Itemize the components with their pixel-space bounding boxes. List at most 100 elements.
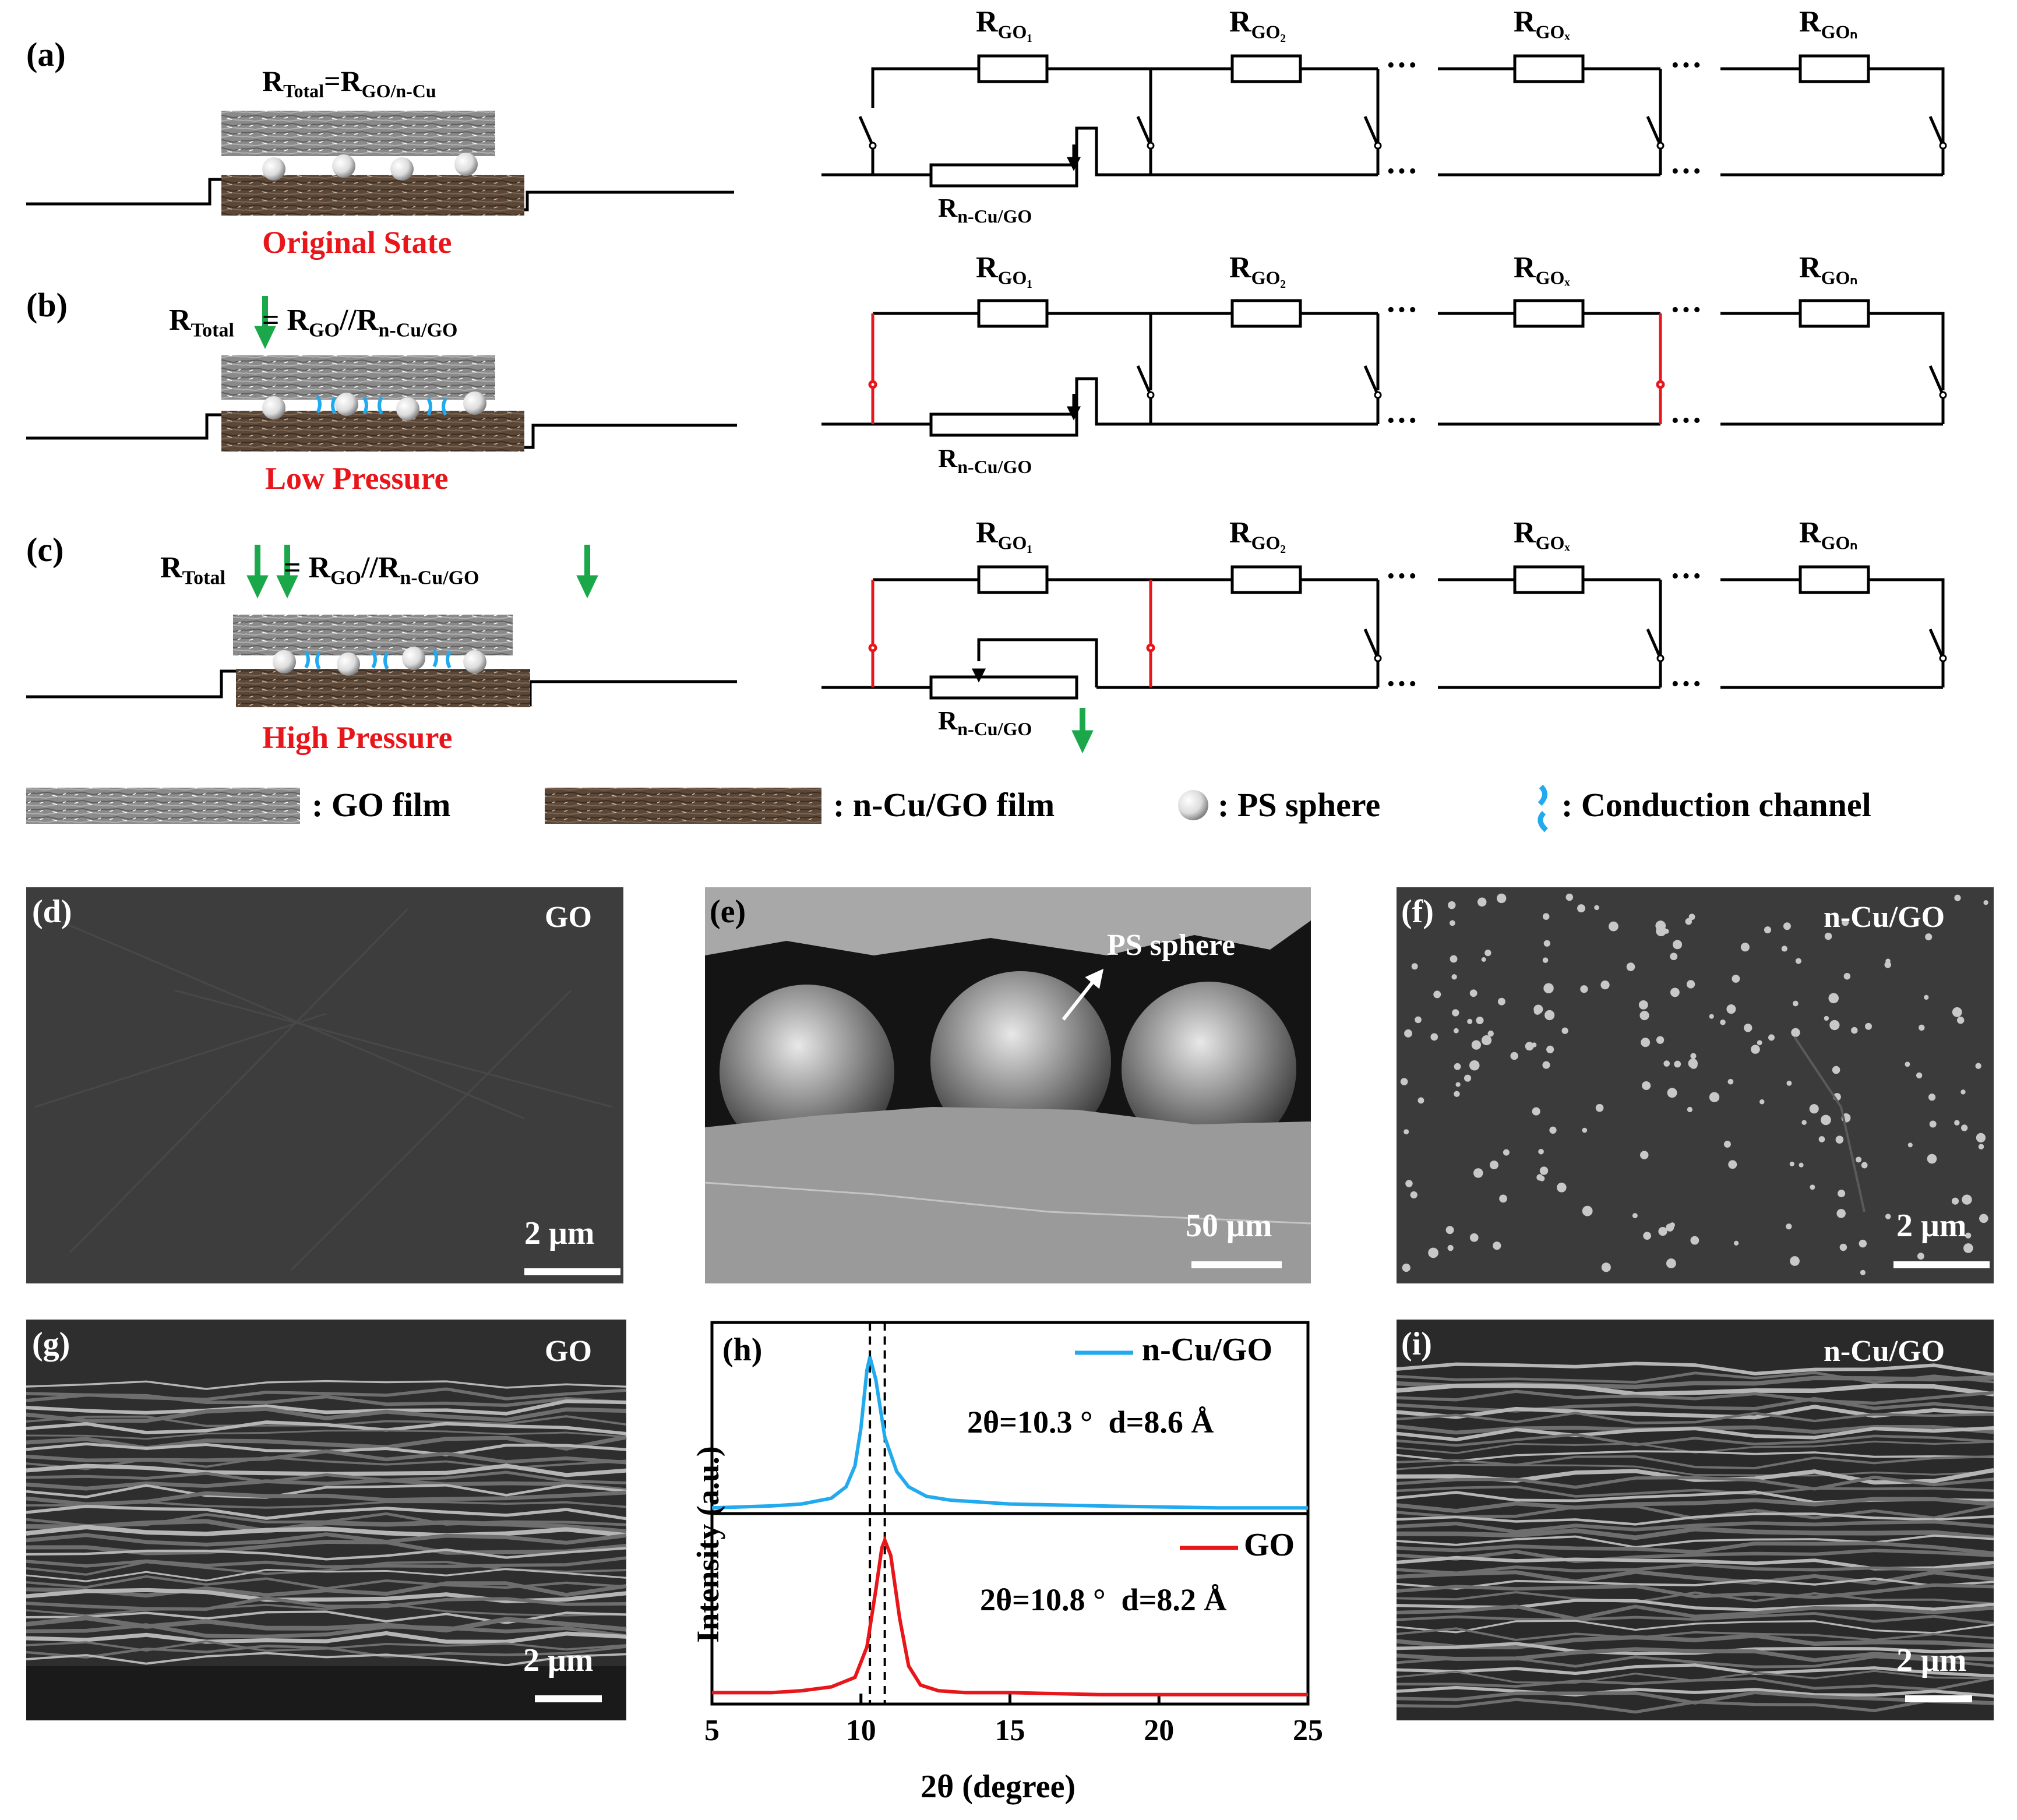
tag-f: n-Cu/GO: [1824, 901, 1945, 934]
cu-nanoparticle: [1818, 1136, 1825, 1142]
cu-nanoparticle: [1484, 949, 1491, 957]
chart-ylabel: Intensity (a.u.): [690, 1446, 725, 1643]
scale-label-i: 2 μm: [1896, 1642, 1967, 1678]
tag-g: GO: [545, 1335, 592, 1368]
rgo2-label-b: RGO₂: [1229, 251, 1286, 288]
film-layer-line: [1396, 1519, 1994, 1534]
film-layer-line: [1396, 1562, 1994, 1575]
cu-nanoparticle: [1851, 1027, 1858, 1034]
cu-nanoparticle: [1464, 1074, 1472, 1082]
legend-channel: : Conduction channel: [1561, 786, 1871, 824]
film-layer-line: [1396, 1362, 1994, 1377]
cu-nanoparticle: [1690, 1061, 1698, 1069]
cu-nanoparticle: [1709, 1092, 1720, 1102]
film-layer-line: [1396, 1485, 1994, 1498]
cu-nanoparticle: [1783, 922, 1791, 930]
cu-nanoparticle: [1786, 1080, 1792, 1086]
cu-nanoparticle: [1907, 1142, 1913, 1148]
film-layer-line: [26, 1478, 627, 1493]
film-layer-line: [1396, 1583, 1994, 1599]
cu-nanoparticle: [1975, 1063, 1981, 1069]
down-arrow-icon: [246, 545, 269, 599]
cu-nanoparticle: [1542, 957, 1549, 963]
cu-nanoparticle: [1836, 1209, 1846, 1218]
cu-nanoparticle: [1751, 1045, 1760, 1054]
cu-nanoparticle: [1768, 1034, 1775, 1041]
cu-nanoparticle: [1810, 1184, 1815, 1190]
cu-nanoparticle: [1856, 1156, 1862, 1163]
cu-nanoparticle: [1801, 1120, 1807, 1125]
cu-nanoparticle: [1829, 1020, 1840, 1031]
cu-nanoparticle: [1532, 1107, 1540, 1116]
cu-nanoparticle: [1859, 1239, 1867, 1248]
ps-sphere: [262, 157, 285, 181]
cu-nanoparticle: [1786, 1223, 1792, 1230]
cu-nanoparticle: [1404, 1029, 1412, 1038]
cu-nanoparticle: [1960, 1089, 1966, 1095]
cu-nanoparticle: [1669, 1222, 1675, 1228]
cu-nanoparticle: [1924, 994, 1929, 1000]
cu-nanoparticle: [1496, 893, 1507, 904]
cu-nanoparticle: [1565, 893, 1574, 901]
cu-nanoparticle: [1720, 1019, 1726, 1025]
chart-xlabel: 2θ (degree): [921, 1769, 1076, 1805]
film-layer-line: [1396, 1611, 1994, 1625]
cu-nanoparticle: [1842, 919, 1849, 926]
x-tick-label: 20: [1144, 1714, 1174, 1747]
film-layer-line: [1396, 1655, 1994, 1669]
ps-sphere: [390, 157, 414, 181]
film-layer-line: [26, 1603, 627, 1617]
film-layer-line: [26, 1525, 627, 1538]
film-layer-line: [1396, 1412, 1994, 1424]
state-original: Original State: [262, 225, 452, 260]
cu-nanoparticle: [1963, 1243, 1973, 1253]
cu-nanoparticle: [1723, 1141, 1731, 1148]
cu-nanoparticle: [1582, 1127, 1588, 1133]
cu-nanoparticle: [1686, 980, 1695, 989]
cu-nanoparticle: [1757, 1040, 1762, 1046]
cu-nanoparticle: [1561, 1027, 1568, 1034]
film-layer-line: [26, 1596, 627, 1611]
cu-nanoparticle: [1639, 1010, 1649, 1021]
cu-nanoparticle: [1956, 1017, 1965, 1024]
down-arrow-icon: [1071, 708, 1094, 754]
cu-nanoparticle: [1917, 1253, 1924, 1260]
cu-nanoparticle: [1673, 940, 1683, 950]
film-layer-line: [26, 1623, 627, 1639]
ellipsis: ···: [1385, 558, 1419, 594]
cu-nanoparticle: [1536, 1174, 1543, 1181]
cu-nanoparticle: [1451, 974, 1457, 980]
ellipsis: ···: [1385, 666, 1419, 702]
cu-nanoparticle: [1666, 1258, 1676, 1269]
film-layer-line: [26, 1556, 627, 1569]
cu-nanoparticle: [1791, 1028, 1800, 1037]
film-layer-line: [26, 1501, 627, 1509]
series-line-GO: [712, 1535, 1308, 1696]
cu-nanoparticle: [1951, 1197, 1959, 1205]
film-layer-line: [1396, 1383, 1994, 1397]
cu-nanoparticle: [1916, 1072, 1923, 1079]
panel-c-schematic: [26, 615, 737, 707]
rcu-label-a: Rn-Cu/GO: [938, 193, 1032, 227]
equation-a: RTotal=RGO/n-Cu: [262, 65, 436, 101]
cu-nanoparticle: [1927, 1154, 1937, 1164]
x-tick-label: 5: [704, 1714, 720, 1747]
cu-nanoparticle: [1538, 1148, 1544, 1155]
film-layer-line: [1396, 1426, 1994, 1442]
scale-label-d: 2 μm: [524, 1215, 595, 1251]
film-layer-line: [1396, 1569, 1994, 1585]
cu-nanoparticle: [1487, 1030, 1494, 1037]
cu-nanoparticle: [1454, 1091, 1460, 1097]
film-layer-line: [1396, 1663, 1994, 1678]
cu-nanoparticle: [1499, 1194, 1507, 1203]
cu-nanoparticle: [1469, 1233, 1479, 1242]
film-layer-line: [1396, 1455, 1994, 1470]
go-film-layer: [221, 111, 495, 156]
film-layer-line: [1396, 1389, 1994, 1405]
cu-nanoparticle: [1539, 1166, 1549, 1175]
cu-nanoparticle: [1594, 905, 1599, 911]
series-line-n-Cu/GO: [711, 1356, 1308, 1510]
cu-nanoparticle: [1670, 987, 1680, 997]
sem-panel-g: [26, 1320, 627, 1720]
